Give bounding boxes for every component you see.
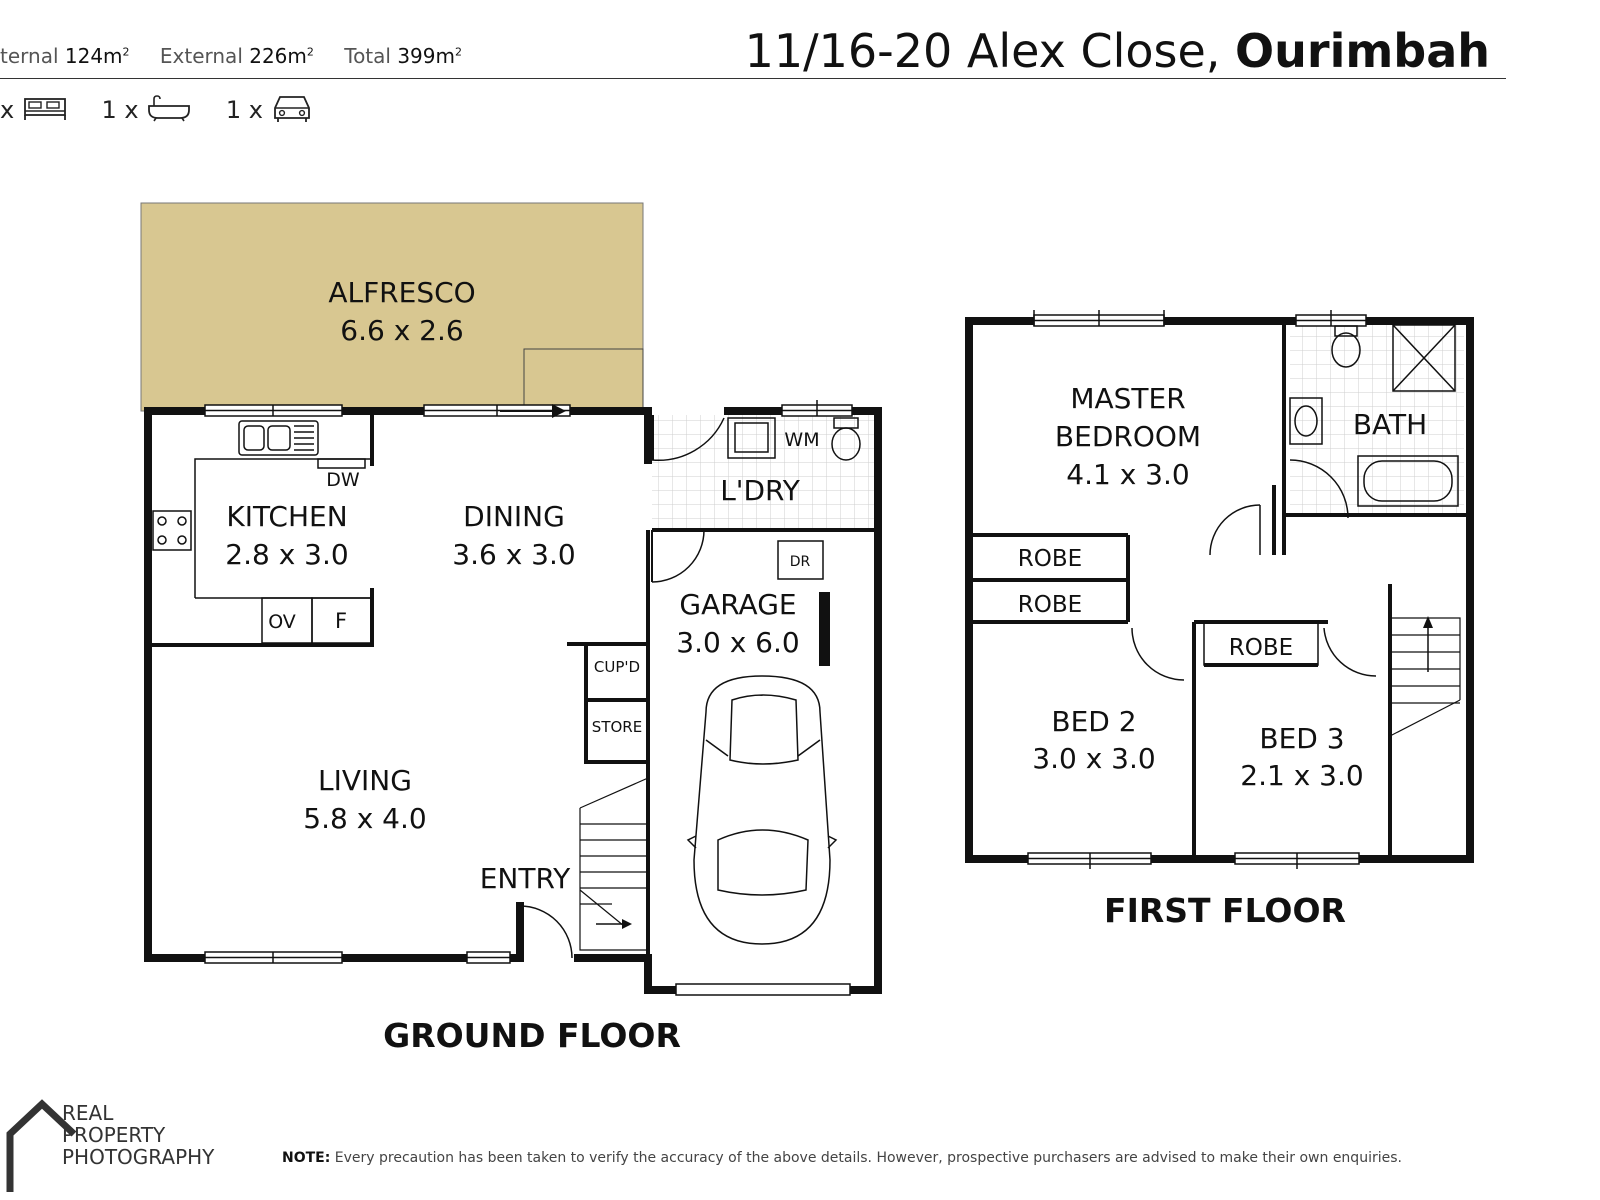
area-summary: ternal 124m2 External 226m2 Total 399m2 <box>0 44 486 68</box>
external-area-value: 226m2 <box>249 44 314 68</box>
toilet <box>1331 332 1361 368</box>
garage-label: GARAGE <box>679 588 796 621</box>
bath-door <box>1289 459 1349 519</box>
street-address: 11/16-20 Alex Close, <box>744 24 1221 78</box>
robe-label-3: ROBE <box>1229 635 1293 661</box>
logo-line-1: REAL <box>62 1101 114 1125</box>
company-logo-text: REAL PROPERTY PHOTOGRAPHY <box>62 1102 214 1168</box>
bed3-door <box>1323 627 1377 677</box>
vanity-basin <box>1289 397 1323 445</box>
disclaimer-note: NOTE: Every precaution has been taken to… <box>282 1150 1402 1166</box>
laundry-door <box>651 417 725 462</box>
dining-size: 3.6 x 3.0 <box>452 538 575 571</box>
store-label: STORE <box>592 718 642 736</box>
living-label: LIVING <box>318 764 412 797</box>
car-count: 1 x <box>225 96 263 124</box>
garage-size: 3.0 x 6.0 <box>676 626 799 659</box>
master-bedroom-label-line1: MASTER <box>1070 382 1185 415</box>
bed-count: x <box>0 96 15 124</box>
suburb: Ourimbah <box>1235 24 1490 78</box>
car-icon <box>686 675 838 945</box>
oven-label: OV <box>268 611 296 633</box>
amenities-row: x 1 x 1 x <box>0 92 339 130</box>
alfresco-label: ALFRESCO <box>328 276 475 309</box>
bed3-size: 2.1 x 3.0 <box>1240 759 1363 792</box>
dishwasher-label: DW <box>326 469 360 491</box>
kitchen-size: 2.8 x 3.0 <box>225 538 348 571</box>
master-door <box>1209 504 1261 556</box>
master-bedroom-size: 4.1 x 3.0 <box>1066 458 1189 491</box>
washing-machine-label: WM <box>784 429 819 451</box>
bathtub-icon <box>146 94 192 128</box>
laundry-label: L'DRY <box>720 474 801 507</box>
car-icon <box>271 92 313 130</box>
cupboard-label: CUP'D <box>594 658 640 676</box>
bed2-door <box>1131 627 1185 681</box>
bath-tiles <box>1290 325 1464 515</box>
bed2-label: BED 2 <box>1051 705 1136 738</box>
bathtub <box>1357 455 1459 507</box>
property-address: 11/16-20 Alex Close, Ourimbah <box>745 24 1490 78</box>
master-bedroom-label-line2: BEDROOM <box>1055 420 1201 453</box>
note-text: Every precaution has been taken to verif… <box>334 1150 1402 1166</box>
internal-area-label: ternal <box>0 44 59 68</box>
bed2-size: 3.0 x 3.0 <box>1032 742 1155 775</box>
note-label: NOTE: <box>282 1150 331 1166</box>
cooktop <box>152 510 192 551</box>
dryer-label: DR <box>790 554 811 570</box>
shower <box>1392 324 1456 392</box>
alfresco-size: 6.6 x 2.6 <box>340 314 463 347</box>
ground-floor <box>140 202 882 996</box>
laundry-tub <box>727 417 776 459</box>
internal-area-value: 124m2 <box>64 44 130 68</box>
house-logo-icon <box>6 1099 77 1192</box>
bath-count: 1 x <box>101 96 139 124</box>
garage-bench <box>819 592 830 666</box>
external-area-label: External <box>159 44 243 68</box>
total-area-value: 399m2 <box>397 44 462 68</box>
alfresco-area <box>140 202 644 412</box>
garage-door-swing <box>651 529 705 583</box>
dining-label: DINING <box>463 500 565 533</box>
entry-label: ENTRY <box>480 862 571 895</box>
kitchen-label: KITCHEN <box>226 500 347 533</box>
bed3-label: BED 3 <box>1259 722 1344 755</box>
kitchen-sink <box>238 420 319 456</box>
ground-floor-title: GROUND FLOOR <box>383 1016 681 1055</box>
logo-line-2: PROPERTY <box>62 1123 166 1147</box>
entry-door <box>519 905 573 959</box>
bed-icon <box>22 95 68 127</box>
total-area-label: Total <box>344 44 391 68</box>
robe-label-2: ROBE <box>1018 592 1082 618</box>
first-floor-stairs <box>1389 617 1461 737</box>
laundry-tiles <box>652 415 876 530</box>
ground-stairs <box>579 777 649 951</box>
bath-label: BATH <box>1353 408 1427 441</box>
first-floor <box>965 310 1474 869</box>
living-size: 5.8 x 4.0 <box>303 802 426 835</box>
dryer-box <box>777 540 824 580</box>
header-divider <box>0 78 1506 79</box>
robe-label-1: ROBE <box>1018 546 1082 572</box>
fridge-label: F <box>335 609 347 633</box>
first-floor-title: FIRST FLOOR <box>1104 891 1346 930</box>
logo-line-3: PHOTOGRAPHY <box>62 1145 215 1169</box>
